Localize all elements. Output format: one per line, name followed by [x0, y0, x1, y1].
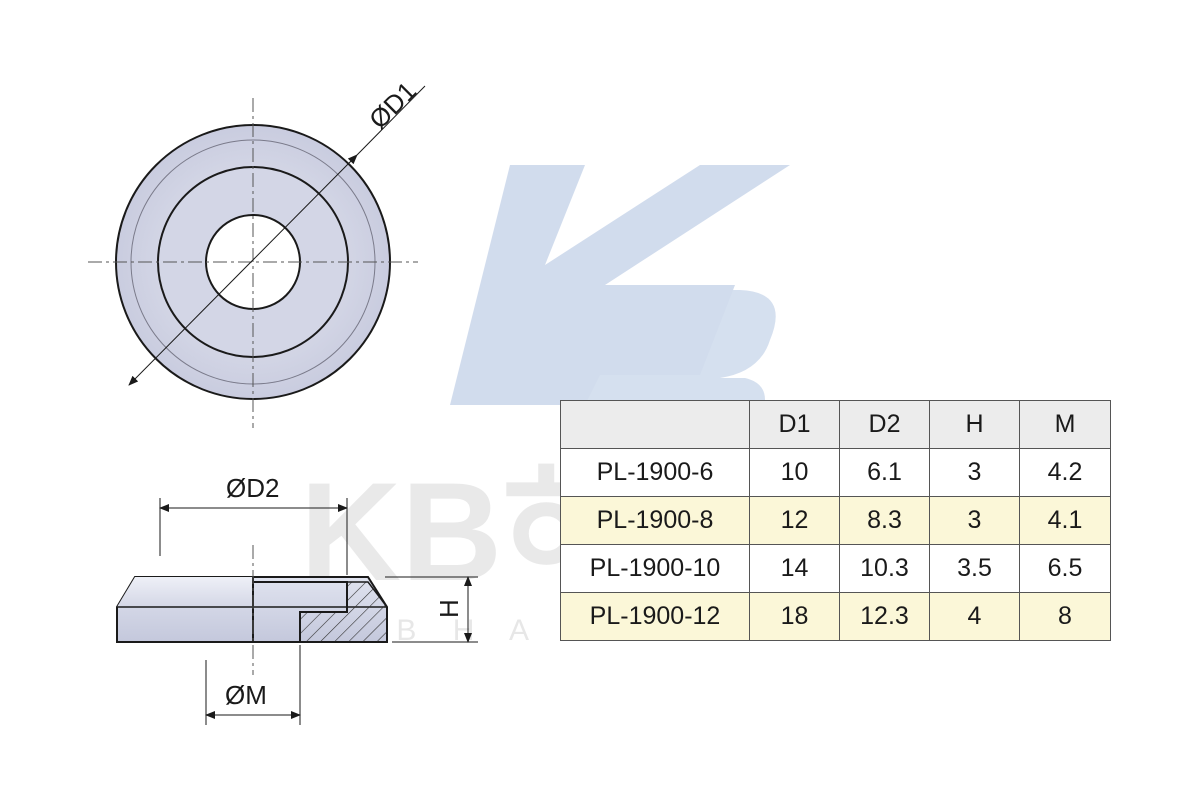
cell-model: PL-1900-12 [560, 592, 750, 641]
cell-h: 3.5 [929, 544, 1020, 593]
table-row: PL-1900-12 18 12.3 4 8 [560, 592, 1111, 641]
cell-d1: 12 [749, 496, 840, 545]
cell-d2: 10.3 [839, 544, 930, 593]
table-row: PL-1900-6 10 6.1 3 4.2 [560, 448, 1111, 497]
cell-model: PL-1900-6 [560, 448, 750, 497]
d1-leader-line [356, 85, 426, 156]
top-view: ØD1 [88, 76, 426, 428]
spec-table: D1 D2 H M PL-1900-6 10 6.1 3 4.2 PL-1900… [560, 400, 1111, 641]
cell-m: 4.2 [1019, 448, 1111, 497]
cell-m: 8 [1019, 592, 1111, 641]
cell-d1: 18 [749, 592, 840, 641]
header-d2: D2 [839, 400, 930, 449]
cell-d2: 12.3 [839, 592, 930, 641]
cell-h: 3 [929, 448, 1020, 497]
d1-label: ØD1 [363, 76, 422, 135]
table-row: PL-1900-10 14 10.3 3.5 6.5 [560, 544, 1111, 593]
table-row: PL-1900-8 12 8.3 3 4.1 [560, 496, 1111, 545]
h-label: H [434, 599, 464, 618]
cell-model: PL-1900-10 [560, 544, 750, 593]
cell-d1: 10 [749, 448, 840, 497]
cell-d1: 14 [749, 544, 840, 593]
cell-h: 3 [929, 496, 1020, 545]
cell-d2: 8.3 [839, 496, 930, 545]
cell-h: 4 [929, 592, 1020, 641]
header-d1: D1 [749, 400, 840, 449]
d1-dimension-line [128, 154, 358, 386]
cell-m: 4.1 [1019, 496, 1111, 545]
cell-d2: 6.1 [839, 448, 930, 497]
counterbore-profile [253, 581, 348, 642]
cell-m: 6.5 [1019, 544, 1111, 593]
cell-model: PL-1900-8 [560, 496, 750, 545]
watermark-b-shape [560, 290, 776, 420]
header-m: M [1019, 400, 1111, 449]
header-h: H [929, 400, 1020, 449]
m-label: ØM [225, 680, 267, 710]
header-model [560, 400, 750, 449]
d2-label: ØD2 [226, 473, 279, 503]
kb-logo-watermark [450, 165, 790, 420]
table-header-row: D1 D2 H M [560, 400, 1111, 449]
side-view: ØD2 H ØM [116, 473, 478, 725]
